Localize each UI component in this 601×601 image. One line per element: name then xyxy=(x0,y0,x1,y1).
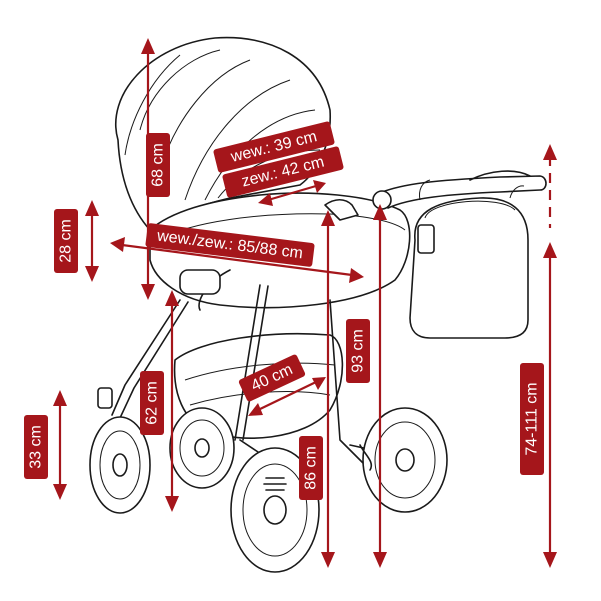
label-handle-height: 74-111 cm xyxy=(524,382,541,455)
handlebar xyxy=(372,170,547,210)
seat-depth-arrow xyxy=(248,377,326,416)
label-62: 62 cm xyxy=(140,371,164,435)
carrycot-length-arrow xyxy=(110,237,364,283)
dimension-labels: 68 cm 28 cm wew.: 39 cm zew.: 42 cm wew.… xyxy=(24,121,544,500)
label-wheel-height: 33 cm xyxy=(28,425,45,469)
label-86: 86 cm xyxy=(299,436,323,500)
label-74-111: 74-111 cm xyxy=(520,363,544,475)
front-left-wheel xyxy=(89,416,151,514)
label-33: 33 cm xyxy=(24,415,48,479)
wheel-height-arrow xyxy=(53,390,67,500)
label-stroller-height: 93 cm xyxy=(350,329,367,373)
label-93: 93 cm xyxy=(346,319,370,383)
label-seat-height: 86 cm xyxy=(303,446,320,490)
seat-height-arrow xyxy=(321,210,335,568)
label-28: 28 cm xyxy=(54,209,78,273)
changing-bag xyxy=(409,179,529,339)
floor-height-arrow xyxy=(165,290,179,512)
label-carrycot-height: 68 cm xyxy=(150,143,167,187)
rear-right-wheel xyxy=(362,407,448,513)
stroller-height-arrow xyxy=(373,204,387,568)
label-carrycot-depth: 28 cm xyxy=(58,219,75,263)
label-68: 68 cm xyxy=(146,133,170,197)
carrycot-width-arrow xyxy=(258,180,326,206)
handle-height-arrow xyxy=(543,144,557,568)
rear-left-wheel xyxy=(230,447,320,573)
front-right-wheel xyxy=(169,407,235,489)
label-floor-height: 62 cm xyxy=(144,381,161,425)
carrycot-depth-arrow xyxy=(85,200,99,282)
rear-suspension xyxy=(359,444,373,471)
dimension-arrows xyxy=(53,38,557,568)
